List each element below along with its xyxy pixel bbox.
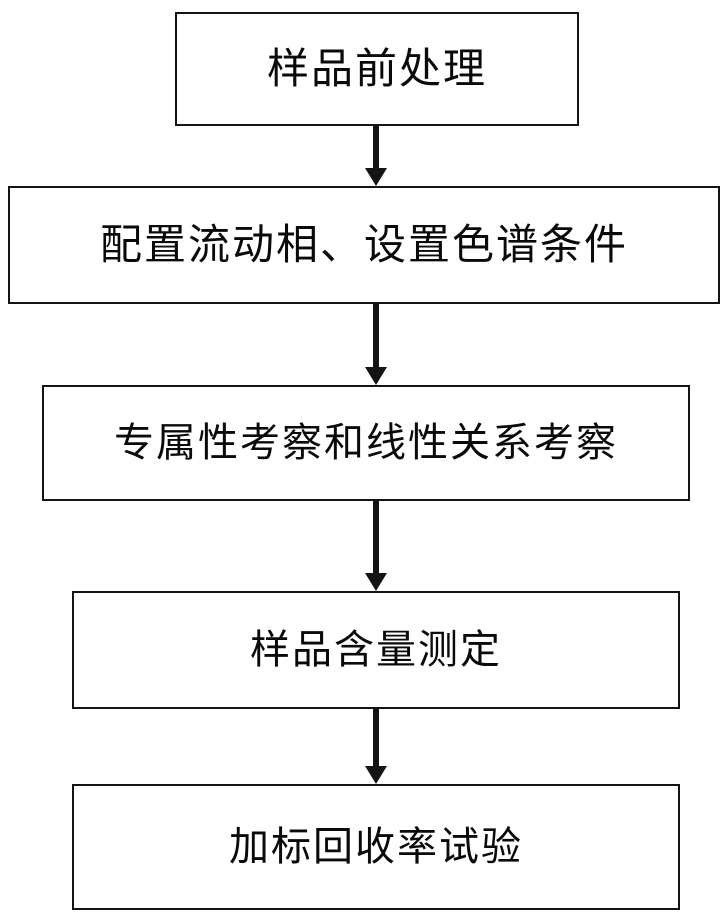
arrow-head [365,367,387,385]
arrow-head [365,168,387,186]
arrow-head [365,766,387,784]
arrow-shaft [373,126,379,169]
flow-node-label: 加标回收率试验 [229,824,523,870]
flow-arrow-down-icon-2 [365,304,387,385]
flow-arrow-down-icon-1 [365,126,387,186]
flow-node-4: 样品含量测定 [72,591,680,709]
arrow-shaft [373,304,379,368]
flow-node-5: 加标回收率试验 [72,784,680,910]
flow-arrow-down-icon-3 [365,501,387,591]
flow-node-1: 样品前处理 [175,12,579,126]
flow-node-2: 配置流动相、设置色谱条件 [8,186,720,304]
flow-node-3: 专属性考察和线性关系考察 [42,385,690,501]
flow-node-label: 样品前处理 [266,44,487,93]
flow-node-label: 专属性考察和线性关系考察 [114,420,618,466]
arrow-shaft [373,501,379,574]
arrow-shaft [373,709,379,767]
flow-arrow-down-icon-4 [365,709,387,784]
flow-node-label: 配置流动相、设置色谱条件 [99,220,628,269]
arrow-head [365,573,387,591]
flow-node-label: 样品含量测定 [250,627,502,673]
